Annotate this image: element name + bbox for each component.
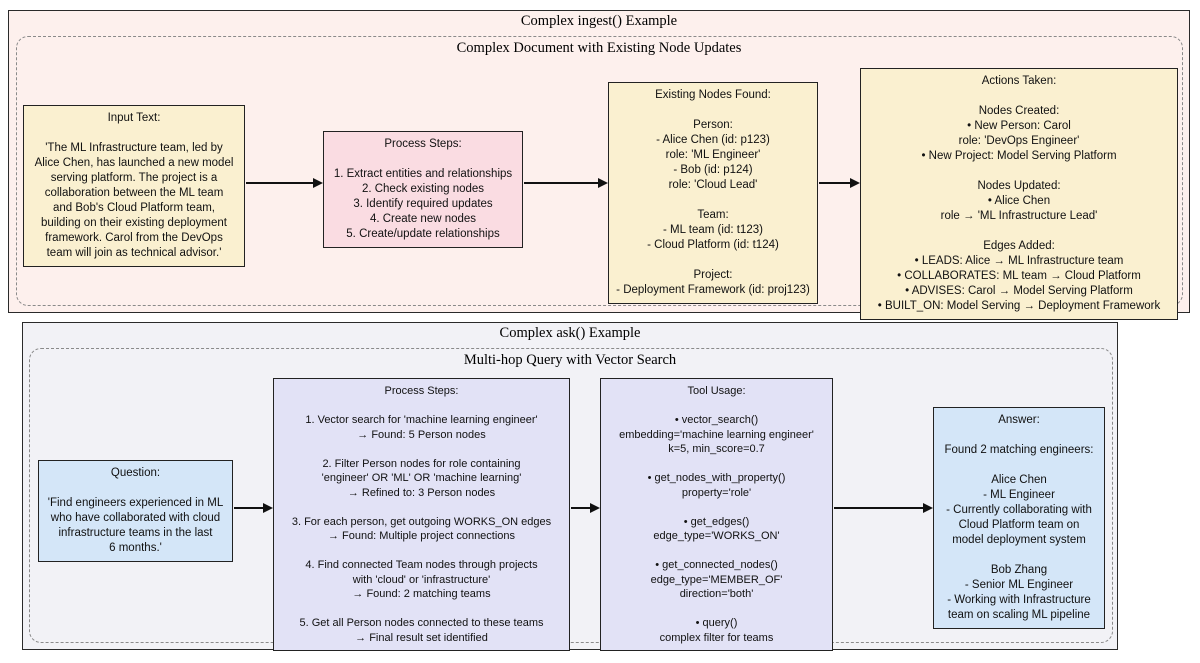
- tool-usage-node: Tool Usage: • vector_search() embedding=…: [600, 378, 833, 651]
- flow-arrow: [246, 178, 323, 187]
- actions-taken-body: Nodes Created: • New Person: Carol role:…: [877, 105, 1161, 312]
- actions-taken-node: Actions Taken: Nodes Created: • New Pers…: [860, 68, 1178, 320]
- answer-title: Answer:: [998, 414, 1040, 426]
- answer-node: Answer: Found 2 matching engineers: Alic…: [933, 407, 1105, 629]
- existing-nodes-body: Person: - Alice Chen (id: p123) role: 'M…: [616, 119, 810, 296]
- flow-arrow: [524, 178, 608, 187]
- ask-process-steps-title: Process Steps:: [384, 385, 459, 397]
- ingest-inner-cluster-title: Complex Document with Existing Node Upda…: [456, 40, 742, 56]
- flow-arrow: [819, 178, 860, 187]
- ask-process-steps-body: 1. Vector search for 'machine learning e…: [291, 414, 552, 644]
- question-node: Question: 'Find engineers experienced in…: [38, 460, 233, 562]
- question-body: 'Find engineers experienced in ML who ha…: [47, 497, 224, 554]
- input-text-body: 'The ML Infrastructure team, led by Alic…: [34, 142, 234, 259]
- actions-taken-title: Actions Taken:: [981, 75, 1057, 87]
- question-title: Question:: [110, 467, 161, 479]
- ask-inner-cluster-title: Multi-hop Query with Vector Search: [463, 352, 677, 368]
- existing-nodes-title: Existing Nodes Found:: [655, 89, 771, 101]
- ingest-cluster-title: Complex ingest() Example: [520, 13, 678, 29]
- ingest-process-steps-title: Process Steps:: [384, 138, 462, 150]
- input-text-node: Input Text: 'The ML Infrastructure team,…: [23, 105, 245, 267]
- ingest-process-steps-node: Process Steps: 1. Extract entities and r…: [323, 131, 523, 248]
- tool-usage-body: • vector_search() embedding='machine lea…: [619, 414, 814, 644]
- flow-arrow: [571, 503, 600, 512]
- ask-inner-cluster: [29, 348, 1113, 643]
- tool-usage-title: Tool Usage:: [687, 385, 746, 397]
- answer-body: Found 2 matching engineers: Alice Chen -…: [944, 444, 1094, 621]
- ingest-inner-cluster: [16, 36, 1183, 306]
- ask-process-steps-node: Process Steps: 1. Vector search for 'mac…: [273, 378, 570, 651]
- ingest-process-steps-body: 1. Extract entities and relationships 2.…: [333, 168, 513, 240]
- ask-cluster-title: Complex ask() Example: [499, 325, 641, 341]
- flow-arrow: [234, 503, 273, 512]
- existing-nodes-node: Existing Nodes Found: Person: - Alice Ch…: [608, 82, 818, 304]
- flow-arrow: [834, 503, 933, 512]
- input-text-title: Input Text:: [107, 112, 161, 124]
